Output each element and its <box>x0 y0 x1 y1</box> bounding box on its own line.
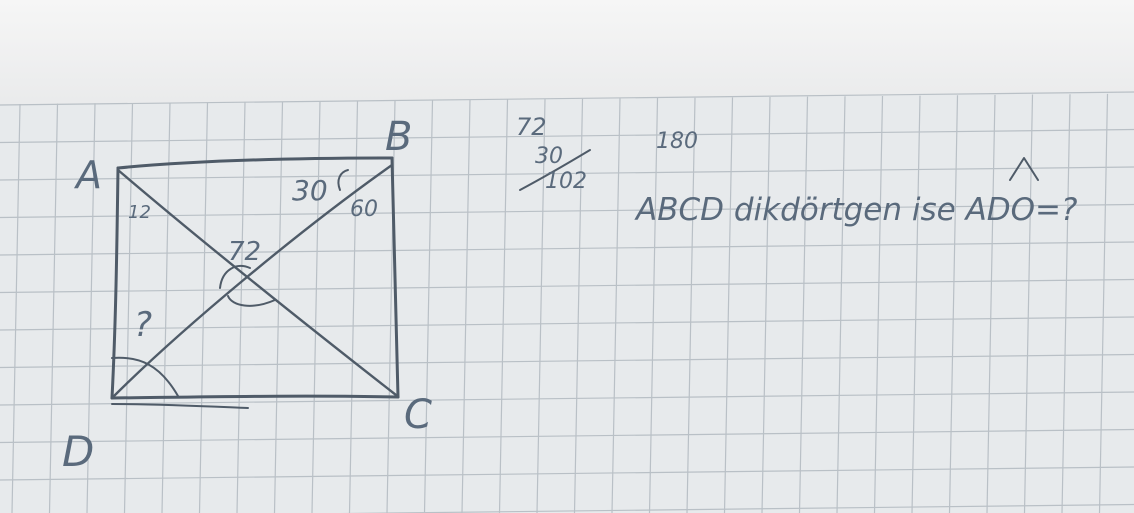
grid-line-vertical <box>11 103 21 513</box>
grid-line-vertical <box>611 98 621 513</box>
grid-line-horizontal <box>0 128 1134 144</box>
grid-line-horizontal <box>0 203 1134 219</box>
grid-line-horizontal <box>0 353 1134 369</box>
angle-arc-center <box>219 265 276 307</box>
angle-hat-mark <box>1009 157 1039 181</box>
grid-line-vertical <box>1098 93 1109 513</box>
side-ab <box>116 156 394 170</box>
vertex-label-a: A <box>73 153 102 197</box>
grid-line-vertical <box>123 102 134 513</box>
side-da <box>110 166 120 400</box>
grid-line-horizontal <box>0 278 1134 294</box>
grid-line-vertical <box>423 100 434 513</box>
vertex-label-b: B <box>385 114 412 160</box>
grid-line-vertical <box>236 101 246 513</box>
grid-line-horizontal <box>0 428 1134 444</box>
side-cd <box>110 394 400 400</box>
grid-line-vertical <box>1061 94 1071 513</box>
grid-line-vertical <box>273 101 284 513</box>
grid-line-vertical <box>798 96 809 513</box>
angle-label-unknown: ? <box>134 305 152 345</box>
grid-line-vertical <box>498 99 509 513</box>
grid-line-vertical <box>86 103 96 513</box>
side-work-line-1: 72 <box>516 113 547 141</box>
grid-line-vertical <box>348 100 359 513</box>
side-bc <box>390 156 400 399</box>
grid-line-vertical <box>723 97 734 513</box>
grid-line-horizontal <box>0 241 1134 256</box>
angle-arc-d <box>111 356 179 397</box>
grid-line-vertical <box>911 95 921 513</box>
vertex-label-d: D <box>62 427 94 476</box>
side-work-top-number: 180 <box>656 129 698 154</box>
grid-lines <box>0 91 1134 513</box>
rectangle-figure <box>110 156 400 409</box>
vertex-label-c: C <box>404 392 432 438</box>
grid-line-vertical <box>761 96 771 513</box>
grid-line-horizontal <box>0 166 1134 181</box>
grid-line-vertical <box>48 103 59 513</box>
grid-line-horizontal <box>0 391 1134 406</box>
angle-label-center: 72 <box>228 237 261 267</box>
angle-label-top-right: 30 <box>292 174 328 207</box>
grid-line-vertical <box>648 98 659 513</box>
angle-label-top-left: 12 <box>128 202 151 223</box>
grid-line-vertical <box>1023 94 1034 513</box>
diagonal-ac <box>116 168 398 397</box>
paper-top-margin <box>0 0 1134 110</box>
angle-arc-b <box>337 169 349 191</box>
grid-line-horizontal <box>0 466 1134 481</box>
grid-line-horizontal <box>340 503 1134 513</box>
grid-line-vertical <box>161 102 171 513</box>
grid-line-vertical <box>311 101 321 513</box>
grid-line-vertical <box>461 99 471 513</box>
grid-line-vertical <box>686 97 696 513</box>
question-text: ABCD dikdörtgen ise ADO=? <box>634 192 1077 228</box>
side-work: 72 30 102 180 <box>516 113 698 194</box>
grid-line-vertical <box>836 96 846 513</box>
grid-line-vertical <box>573 98 584 513</box>
extra-base-stroke <box>111 403 249 409</box>
grid-line-vertical <box>873 95 884 513</box>
side-work-slash <box>519 149 591 191</box>
angle-label-right-mark: 60 <box>350 197 378 222</box>
side-work-line-2: 30 <box>535 144 563 169</box>
grid-line-vertical <box>536 99 546 513</box>
grid-line-vertical <box>948 95 959 513</box>
grid-line-vertical <box>198 102 209 513</box>
grid-area <box>0 92 1134 513</box>
grid-line-horizontal <box>0 91 1134 106</box>
diagonal-db <box>110 163 394 400</box>
grid-line-vertical <box>986 94 996 513</box>
side-work-line-3: 102 <box>545 169 587 194</box>
